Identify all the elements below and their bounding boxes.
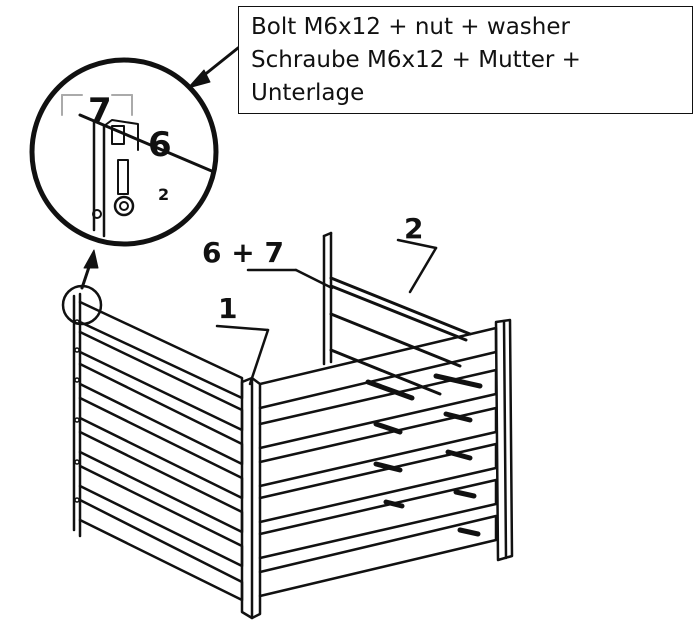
label-detail-2: 2 xyxy=(158,185,169,204)
label-parts-6-7: 6 + 7 xyxy=(202,236,284,269)
back-slats xyxy=(365,373,483,537)
callout-arrow xyxy=(187,46,240,89)
right-post xyxy=(494,318,514,562)
detail-pointer-arrow xyxy=(61,249,103,326)
callout-line-3: Unterlage xyxy=(251,80,365,106)
front-corner-post xyxy=(240,376,262,620)
label-part-2: 2 xyxy=(404,212,423,245)
detail-magnifier xyxy=(29,57,219,247)
label-detail-7: 7 xyxy=(88,91,112,131)
label-detail-6: 6 xyxy=(148,125,172,165)
callout-line-1: Bolt M6x12 + nut + washer xyxy=(251,14,570,40)
label-part-1: 1 xyxy=(218,292,237,325)
callout-box: Bolt M6x12 + nut + washer Schraube M6x12… xyxy=(238,6,693,114)
left-post xyxy=(72,292,82,538)
leader-lines xyxy=(215,238,438,386)
left-panel xyxy=(78,300,244,602)
back-post xyxy=(322,231,333,366)
callout-line-2: Schraube M6x12 + Mutter + xyxy=(251,47,581,73)
